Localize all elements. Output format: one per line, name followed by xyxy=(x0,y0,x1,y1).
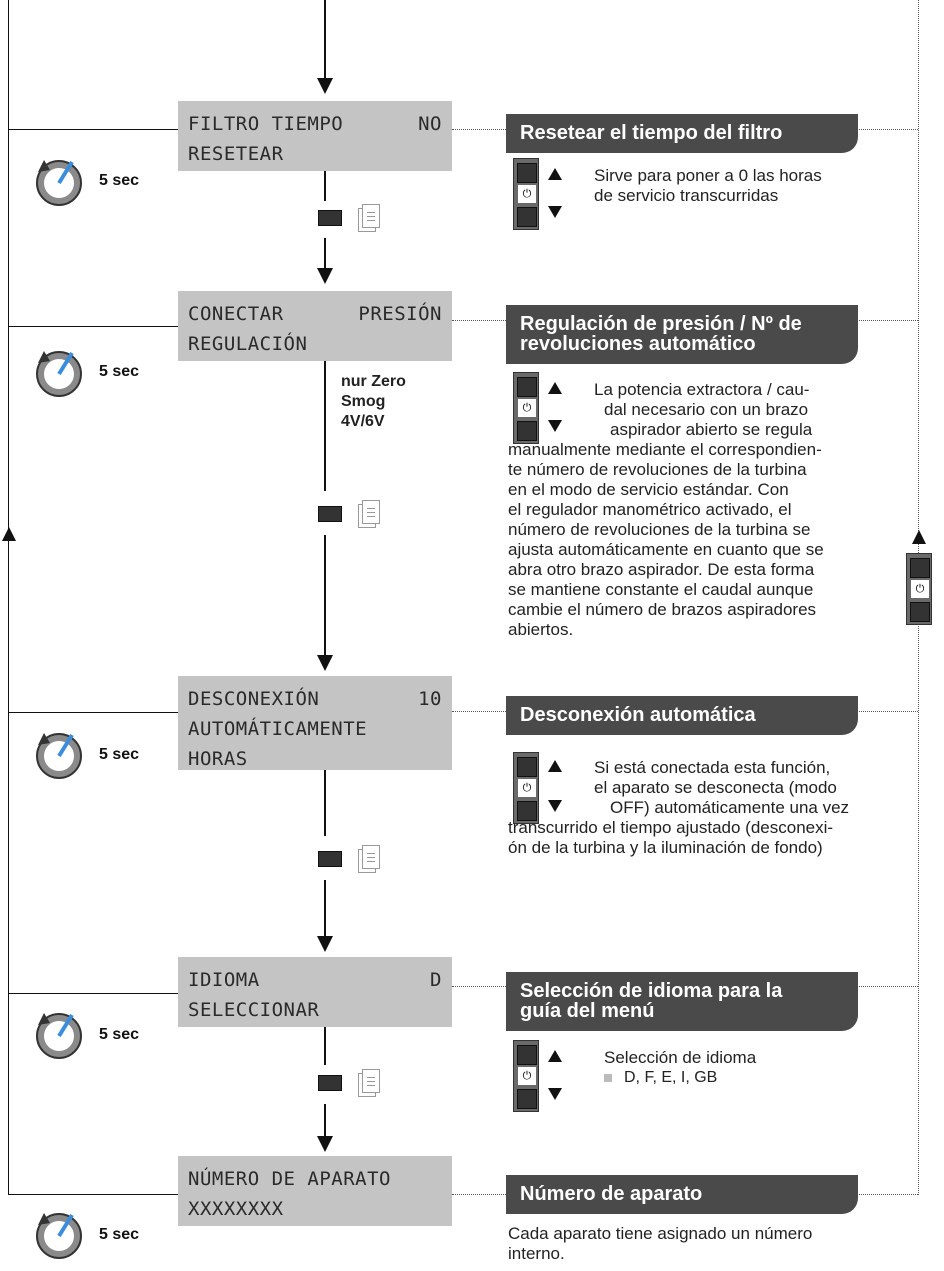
description-body: manualmente mediante el correspondien-te… xyxy=(508,440,824,639)
flow-line xyxy=(324,1027,326,1065)
flow-arrow-3 xyxy=(317,655,333,671)
reset-dial-icon xyxy=(30,1205,88,1268)
bullet-icon xyxy=(604,1073,612,1082)
enter-button-icon xyxy=(318,851,342,867)
keypad: ⏻ xyxy=(513,1040,539,1112)
menu-page-icon xyxy=(358,204,380,232)
left-connector-2 xyxy=(8,326,178,327)
sec-label: 5 sec xyxy=(99,1026,140,1043)
left-loop-line xyxy=(8,0,9,1195)
power-icon: ⏻ xyxy=(518,185,536,203)
reset-dial-icon xyxy=(30,725,88,788)
power-icon: ⏻ xyxy=(518,779,536,797)
menu-page-icon xyxy=(358,500,380,528)
section-header-shutoff: Desconexión automática xyxy=(506,696,858,735)
flow-line xyxy=(324,770,326,836)
left-connector-4 xyxy=(8,993,178,994)
right-loop-arrow xyxy=(912,530,926,544)
flow-line xyxy=(324,535,326,657)
flow-line xyxy=(324,361,326,491)
description-body: transcurrido el tiempo ajustado (descone… xyxy=(508,818,834,857)
down-arrow-icon xyxy=(548,1088,562,1100)
description-keypad: Selección de idioma D, F, E, I, GB xyxy=(604,1048,757,1086)
down-arrow-icon xyxy=(548,420,562,432)
power-icon: ⏻ xyxy=(518,399,536,417)
power-icon: ⏻ xyxy=(911,580,929,598)
power-icon: ⏻ xyxy=(518,1067,536,1085)
sec-label: 5 sec xyxy=(99,746,140,763)
left-connector-5 xyxy=(8,1194,178,1195)
flow-arrow-5 xyxy=(317,1136,333,1152)
flow-line-top xyxy=(324,0,326,80)
reset-dial-icon xyxy=(30,152,88,215)
menu-page-icon xyxy=(358,845,380,873)
sec-label: 5 sec xyxy=(99,1226,140,1243)
keypad: ⏻ xyxy=(513,752,539,824)
keypad: ⏻ xyxy=(513,372,539,444)
down-arrow-icon xyxy=(548,206,562,218)
enter-button-icon xyxy=(318,506,342,522)
section-header-filter: Resetear el tiempo del filtro xyxy=(506,114,858,153)
right-keypad: ⏻ xyxy=(906,553,932,625)
reset-dial-icon xyxy=(30,1005,88,1068)
left-connector-3 xyxy=(8,712,178,713)
sec-label: 5 sec xyxy=(99,172,140,189)
description-keypad: La potencia extractora / cau- dal necesa… xyxy=(594,380,813,439)
flow-line xyxy=(324,171,326,201)
up-arrow-icon xyxy=(548,1050,562,1062)
enter-button-icon xyxy=(318,1075,342,1091)
reset-dial-icon xyxy=(30,343,88,406)
up-arrow-icon xyxy=(548,168,562,180)
up-arrow-icon xyxy=(548,760,562,772)
left-loop-arrow xyxy=(2,527,16,541)
up-arrow-icon xyxy=(548,382,562,394)
flow-arrow-1 xyxy=(317,78,333,94)
enter-button-icon xyxy=(318,210,342,226)
down-arrow-icon xyxy=(548,800,562,812)
section-header-serial: Número de aparato xyxy=(506,1175,858,1214)
sec-label: 5 sec xyxy=(99,363,140,380)
flow-line xyxy=(324,880,326,938)
keypad: ⏻ xyxy=(513,158,539,230)
flow-arrow-4 xyxy=(317,936,333,952)
description-keypad: Si está conectada esta función, el apara… xyxy=(594,758,850,817)
flow-line xyxy=(324,238,326,270)
flow-arrow-2 xyxy=(317,268,333,284)
flow-line xyxy=(324,1104,326,1138)
lcd-display-serial: NÚMERO DE APARATO XXXXXXXX xyxy=(178,1156,452,1226)
menu-page-icon xyxy=(358,1069,380,1097)
left-connector-1 xyxy=(8,129,178,130)
